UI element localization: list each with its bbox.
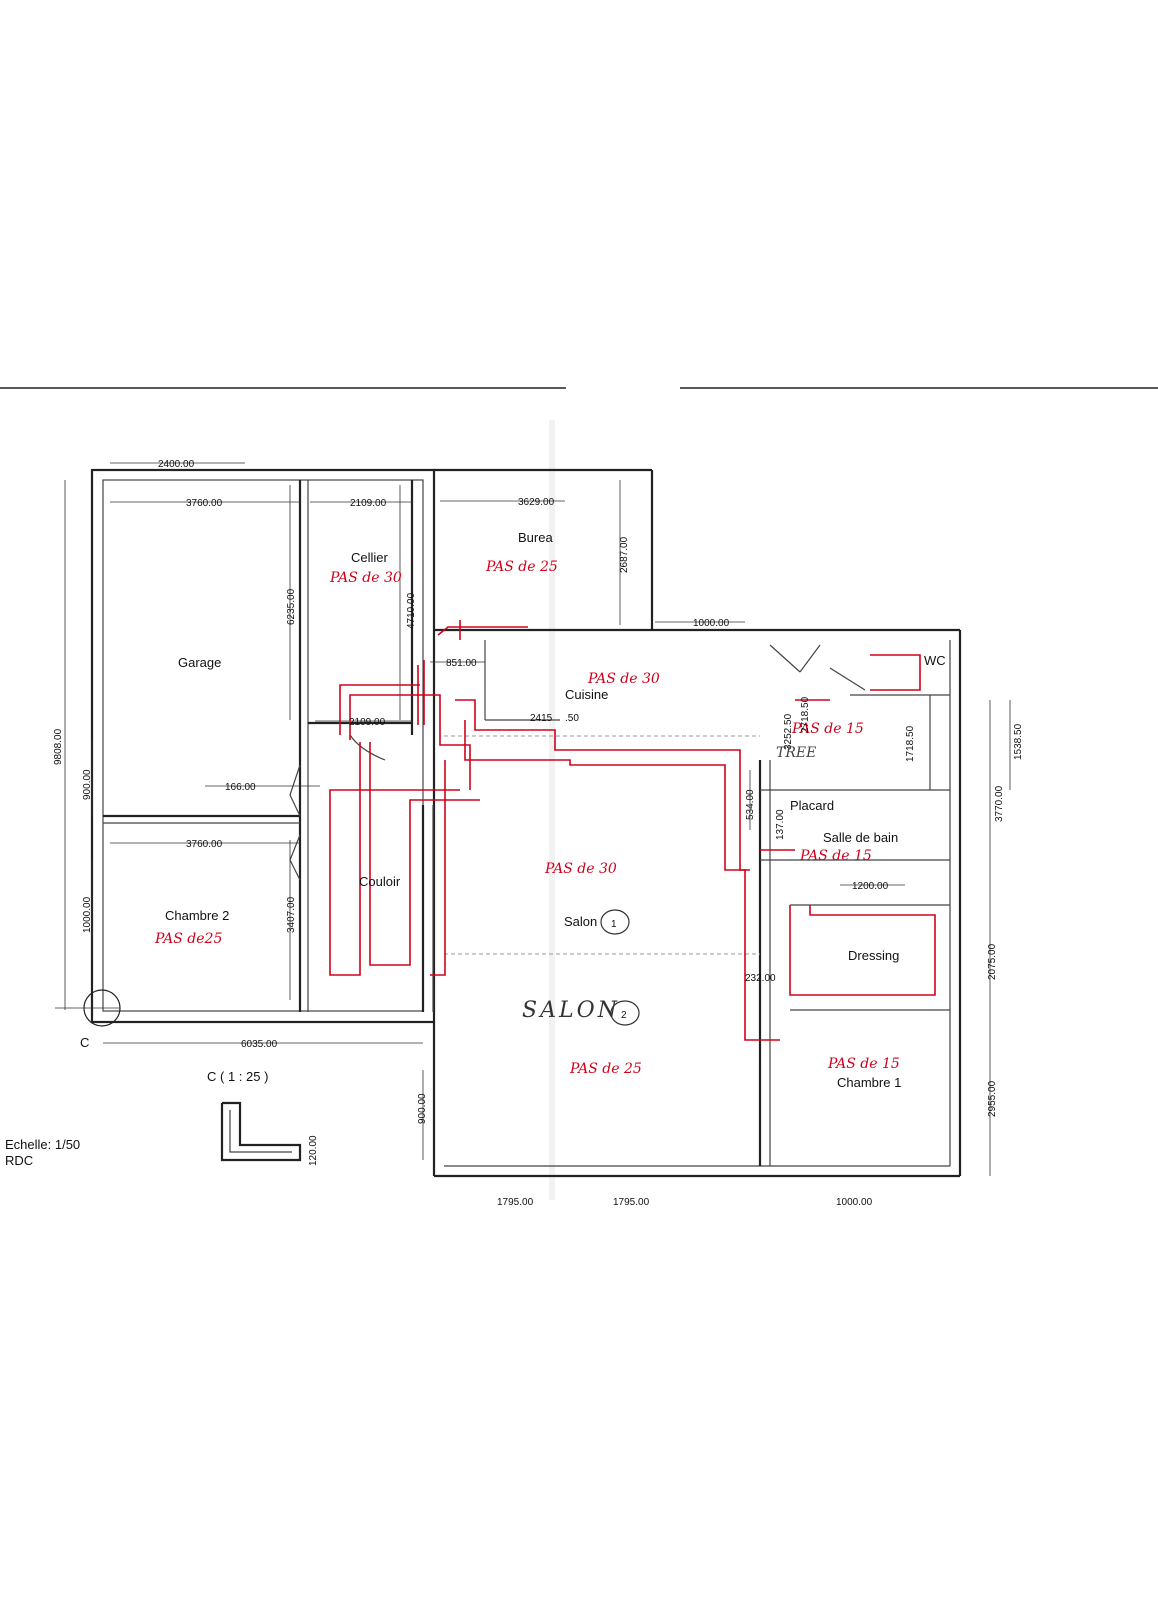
level-note: RDC <box>5 1153 33 1168</box>
dim-534: 534.00 <box>745 789 756 820</box>
label-placard: Placard <box>790 798 834 813</box>
label-cuisine: Cuisine <box>565 687 608 702</box>
label-wc: WC <box>924 653 946 668</box>
dim-120: 120.00 <box>308 1135 319 1166</box>
dim-9808: 9808.00 <box>53 728 64 765</box>
dim-6035: 6035.00 <box>241 1039 278 1050</box>
dim-2955: 2955.00 <box>987 1080 998 1117</box>
dim-4710: 4710.00 <box>406 592 417 629</box>
note-pas-chambre1: PAS de 15 <box>827 1056 900 1072</box>
dim-851: 851.00 <box>446 658 477 669</box>
dim-232: 232.00 <box>745 973 776 984</box>
label-entree: TREE <box>776 745 816 761</box>
salon2-number: 2 <box>621 1010 627 1021</box>
note-pas-bureau: PAS de 25 <box>485 559 558 575</box>
note-pas-sdb: PAS de 15 <box>799 848 872 864</box>
dim-2075: 2075.00 <box>987 943 998 980</box>
dim-1795-b: 1795.00 <box>613 1197 650 1208</box>
label-couloir: Couloir <box>359 874 401 889</box>
dim-137: 137.00 <box>775 809 786 840</box>
section-detail-sketch <box>220 1101 302 1162</box>
dim-900-bottom: 900.00 <box>417 1093 428 1124</box>
dim-2415: 2415 <box>530 713 553 724</box>
note-pas-salon2: PAS de 25 <box>569 1061 642 1077</box>
dim-50: .50 <box>565 713 579 724</box>
dim-2109-mid: 2109.00 <box>349 717 386 728</box>
dim-2109-top: 2109.00 <box>350 498 387 509</box>
dim-1000-left: 1000.00 <box>82 896 93 933</box>
dim-3407: 3407.00 <box>286 896 297 933</box>
dim-3252: 3252.50 <box>783 713 794 750</box>
label-garage: Garage <box>178 655 221 670</box>
label-dressing: Dressing <box>848 948 899 963</box>
salon2-circle <box>610 1000 640 1026</box>
dim-1718: 1718.50 <box>905 725 916 762</box>
label-salon: Salon <box>564 914 597 929</box>
note-pas-chambre2: PAS de25 <box>154 931 222 947</box>
dim-1200: 1200.00 <box>852 881 889 892</box>
salon1-number: 1 <box>611 919 617 930</box>
dim-3629: 3629.00 <box>518 497 555 508</box>
door-swings <box>289 644 866 881</box>
dim-3760-mid: 3760.00 <box>186 839 223 850</box>
label-chambre1: Chambre 1 <box>837 1075 901 1090</box>
dim-3760-top: 3760.00 <box>186 498 223 509</box>
section-title: C ( 1 : 25 ) <box>207 1069 268 1084</box>
dim-1795-a: 1795.00 <box>497 1197 534 1208</box>
dim-166: 166.00 <box>225 782 256 793</box>
dim-2718: 2718.50 <box>800 696 811 733</box>
scale-note: Echelle: 1/50 <box>5 1137 80 1152</box>
right-wing-walls <box>432 468 962 1178</box>
section-marker-letter: C <box>80 1035 89 1050</box>
label-salon-big: SALON <box>522 998 620 1023</box>
label-cellier: Cellier <box>351 550 389 565</box>
note-pas-salon1: PAS de 30 <box>544 861 617 877</box>
heating-route-markup <box>329 620 936 1041</box>
dim-1000-top: 1000.00 <box>693 618 730 629</box>
label-salle-de-bain: Salle de bain <box>823 830 898 845</box>
dimension-lines <box>64 462 1011 1176</box>
note-pas-cellier: PAS de 30 <box>329 570 402 586</box>
dim-1000-bottom: 1000.00 <box>836 1197 873 1208</box>
dim-900-left: 900.00 <box>82 769 93 800</box>
note-pas-entree: PAS de 15 <box>791 721 864 737</box>
dim-2400: 2400.00 <box>158 459 195 470</box>
dim-6235: 6235.00 <box>286 588 297 625</box>
note-pas-cuisine: PAS de 30 <box>587 671 660 687</box>
label-bureau: Burea <box>518 530 553 545</box>
salon1-circle <box>600 909 630 935</box>
dim-2687: 2687.00 <box>619 536 630 573</box>
dim-3770: 3770.00 <box>994 785 1005 822</box>
dim-1538: 1538.50 <box>1013 723 1024 760</box>
label-chambre2: Chambre 2 <box>165 908 229 923</box>
